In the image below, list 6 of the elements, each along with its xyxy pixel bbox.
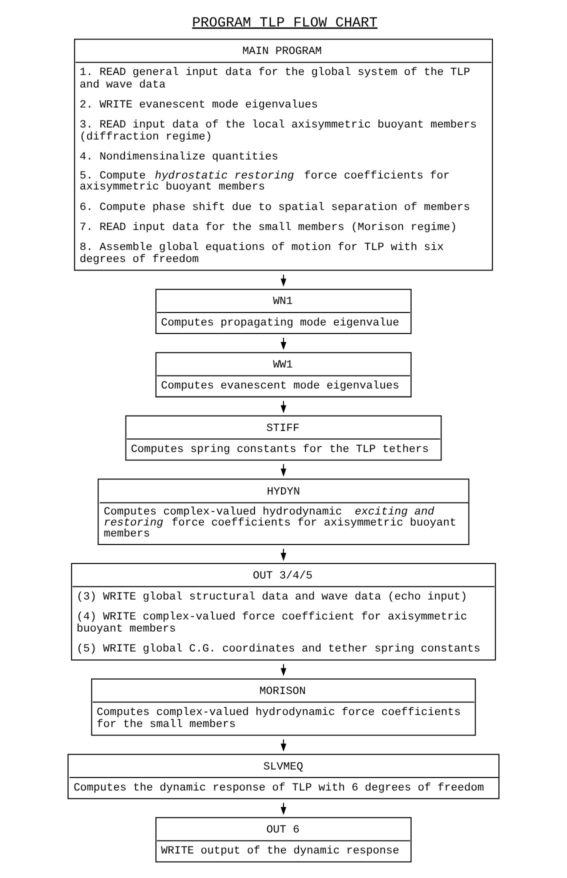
arrow — [280, 338, 286, 350]
diagram-title: PROGRAM TLP FLOW CHART — [192, 15, 378, 32]
arrow — [280, 464, 286, 477]
arrow — [280, 548, 286, 561]
arrow — [280, 664, 286, 676]
arrow — [280, 739, 286, 752]
